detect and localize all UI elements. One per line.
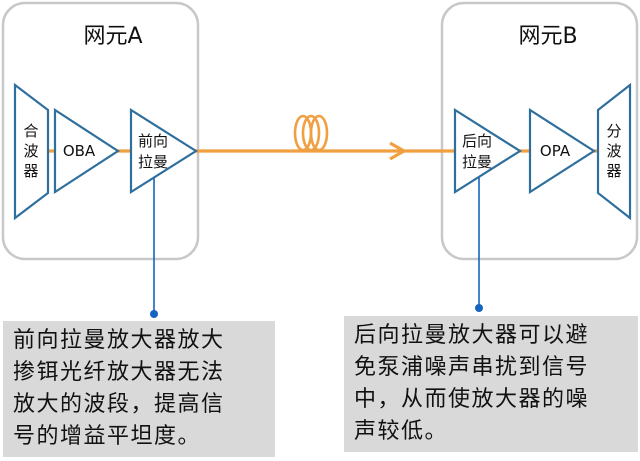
backward-raman-note: 后向拉曼放大器可以避 免泵浦噪声串扰到信号 中，从而使放大器的噪 声较低。 [344,316,638,452]
multiplexer-label-1: 合 [23,122,38,140]
demultiplexer-label-1: 分 [606,122,621,140]
backward-note-line-4: 声较低。 [354,419,449,444]
backward-raman-label-2: 拉曼 [462,153,492,171]
network-element-b-title: 网元B [518,24,577,49]
oba-label: OBA [63,142,96,160]
backward-raman-label-1: 后向 [462,132,492,150]
network-element-a-title: 网元A [83,24,142,49]
forward-raman-label-1: 前向 [138,132,168,150]
fiber-direction-arrow-icon [389,141,408,161]
opa-label: OPA [540,142,571,160]
oba-amplifier: OBA [53,107,121,195]
demultiplexer: 分 波 器 [596,82,632,221]
forward-note-line-2: 掺铒光纤放大器无法 [13,360,225,385]
multiplexer-label-3: 器 [23,162,38,180]
demultiplexer-label-3: 器 [606,162,621,180]
multiplexer-label-2: 波 [23,142,38,160]
demultiplexer-label-2: 波 [606,142,621,160]
forward-raman-callout-dot [150,310,158,318]
backward-raman-amplifier: 后向 拉曼 [453,108,523,194]
forward-note-line-4: 号的增益平坦度。 [13,424,202,449]
backward-raman-callout-dot [475,304,483,312]
network-element-a-box [1,1,200,261]
backward-note-line-1: 后向拉曼放大器可以避 [354,323,590,348]
multiplexer: 合 波 器 [13,82,50,221]
forward-note-line-1: 前向拉曼放大器放大 [13,328,225,353]
opa-amplifier: OPA [528,107,597,195]
forward-raman-amplifier: 前向 拉曼 [129,108,199,194]
fiber-spool-icon [293,114,329,152]
forward-raman-label-2: 拉曼 [138,153,168,171]
backward-note-line-3: 中，从而使放大器的噪 [354,387,590,412]
forward-note-line-3: 放大的波段，提高信 [13,392,225,417]
backward-note-line-2: 免泵浦噪声串扰到信号 [354,355,590,380]
forward-raman-note: 前向拉曼放大器放大 掺铒光纤放大器无法 放大的波段，提高信 号的增益平坦度。 [3,321,275,457]
